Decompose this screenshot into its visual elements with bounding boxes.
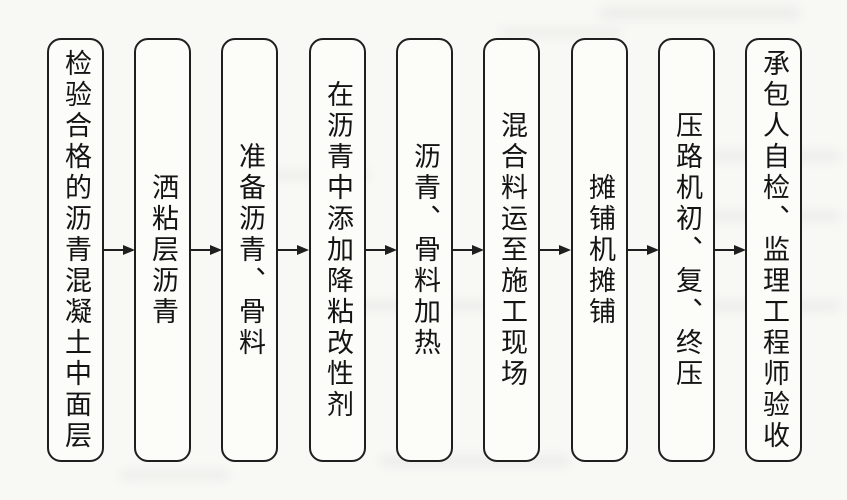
flow-step-label: 摊铺机摊铺 bbox=[585, 172, 615, 328]
flow-step-label: 压路机初、复、终压 bbox=[672, 110, 702, 390]
arrow-right-icon bbox=[628, 244, 659, 256]
flow-step-label: 在沥青中添加降粘改性剂 bbox=[323, 79, 353, 421]
scan-bleed-artifact bbox=[120, 470, 230, 480]
flow-step-self-check-supervisor-acceptance: 承包人自检、监理工程师验收 bbox=[745, 38, 802, 462]
flow-step-label: 混合料运至施工现场 bbox=[497, 110, 527, 390]
flow-step-label: 承包人自检、监理工程师验收 bbox=[759, 48, 789, 452]
flow-step-paver-laying: 摊铺机摊铺 bbox=[571, 38, 628, 462]
arrow-right-icon bbox=[366, 244, 397, 256]
scan-bleed-artifact bbox=[600, 6, 800, 20]
flow-step-spray-tack-coat: 洒粘层沥青 bbox=[134, 38, 191, 462]
arrow-right-icon bbox=[278, 244, 309, 256]
flow-step-label: 沥青、骨料加热 bbox=[410, 141, 440, 359]
arrow-right-icon bbox=[104, 244, 135, 256]
arrow-right-icon bbox=[191, 244, 222, 256]
arrow-right-icon bbox=[715, 244, 746, 256]
flow-step-label: 检验合格的沥青混凝土中面层 bbox=[61, 48, 91, 452]
flow-step-prepare-asphalt-aggregate: 准备沥青、骨料 bbox=[221, 38, 278, 462]
flow-step-inspected-asphalt-middle-layer: 检验合格的沥青混凝土中面层 bbox=[47, 38, 104, 462]
flow-step-label: 准备沥青、骨料 bbox=[235, 141, 265, 359]
flow-step-transport-mixture-to-site: 混合料运至施工现场 bbox=[483, 38, 540, 462]
flow-step-label: 洒粘层沥青 bbox=[148, 172, 178, 328]
scan-bleed-artifact bbox=[500, 28, 620, 38]
arrow-right-icon bbox=[540, 244, 571, 256]
arrow-right-icon bbox=[453, 244, 484, 256]
flow-step-heat-asphalt-aggregate: 沥青、骨料加热 bbox=[396, 38, 453, 462]
flow-step-roller-compaction: 压路机初、复、终压 bbox=[658, 38, 715, 462]
flow-step-add-viscosity-modifier: 在沥青中添加降粘改性剂 bbox=[309, 38, 366, 462]
